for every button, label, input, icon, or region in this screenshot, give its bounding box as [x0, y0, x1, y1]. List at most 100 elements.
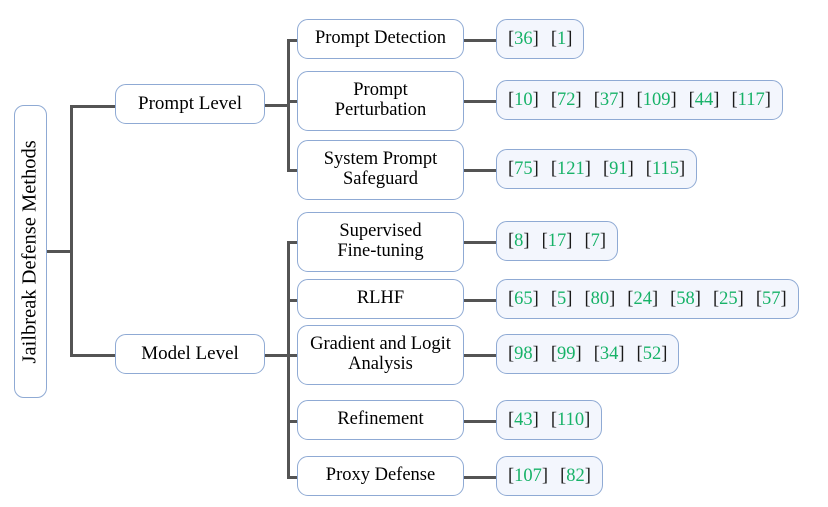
- citation-box-refinement[interactable]: [43] [110]: [496, 400, 603, 440]
- citation-number: 10: [514, 89, 533, 110]
- connector-branch-refinement: [287, 420, 299, 423]
- citation-box-prompt-perturbation[interactable]: [10] [72] [37] [109] [44] [117]: [496, 80, 783, 120]
- citation-reference[interactable]: [72]: [550, 89, 582, 110]
- citation-number: 107: [514, 465, 542, 486]
- citation-number: 82: [566, 465, 585, 486]
- citation-reference[interactable]: [17]: [541, 230, 573, 251]
- citation-reference[interactable]: [58]: [670, 288, 701, 309]
- citation-reference[interactable]: [99]: [550, 343, 582, 364]
- connector-branch-rlhf: [287, 299, 299, 302]
- connector-root-to-model-level: [70, 354, 115, 357]
- citation-number: 57: [761, 288, 781, 309]
- connector-branch-supervised-fine-tuning: [287, 241, 299, 244]
- citation-reference[interactable]: [82]: [560, 465, 591, 486]
- citation-number: 17: [547, 230, 567, 251]
- citation-reference[interactable]: [43]: [508, 409, 539, 430]
- citation-number: 121: [557, 158, 585, 179]
- citation-reference[interactable]: [57]: [755, 288, 787, 309]
- category-node-label: Proxy Defense: [325, 465, 436, 486]
- citation-number: 65: [514, 288, 533, 309]
- citation-reference[interactable]: [109]: [636, 89, 677, 110]
- connector-citation-rlhf: [464, 299, 498, 302]
- citation-reference[interactable]: [36]: [508, 28, 539, 49]
- category-node-prompt-detection[interactable]: Prompt Detection: [297, 19, 464, 59]
- citation-reference[interactable]: [7]: [584, 230, 607, 251]
- citation-number: 52: [642, 343, 662, 364]
- citation-number: 24: [633, 288, 652, 309]
- connector-root-to-prompt-level: [70, 105, 115, 108]
- citation-reference[interactable]: [24]: [627, 288, 659, 309]
- citation-reference[interactable]: [44]: [688, 89, 720, 110]
- root-node-jailbreak-defense-methods[interactable]: Jailbreak Defense Methods: [14, 105, 47, 398]
- connector-citation-system-prompt-safeguard: [464, 169, 498, 172]
- connector-model-level-stub: [265, 354, 289, 357]
- citation-reference[interactable]: [117]: [731, 89, 771, 110]
- citation-number: 80: [590, 288, 610, 309]
- citation-reference[interactable]: [65]: [508, 288, 539, 309]
- category-node-label: RLHF: [356, 288, 405, 309]
- branch-node-model-level[interactable]: Model Level: [115, 334, 265, 374]
- citation-reference[interactable]: [98]: [508, 343, 539, 364]
- citation-number: 99: [557, 343, 576, 364]
- citation-box-prompt-detection[interactable]: [36] [1]: [496, 19, 585, 59]
- citation-reference[interactable]: [10]: [508, 89, 539, 110]
- citation-reference[interactable]: [80]: [584, 288, 616, 309]
- connector-model-level-trunk: [287, 241, 290, 478]
- citation-number: 44: [694, 89, 714, 110]
- citation-box-rlhf[interactable]: [65] [5] [80] [24] [58] [25] [57]: [496, 279, 799, 319]
- citation-reference[interactable]: [91]: [602, 158, 634, 179]
- connector-citation-refinement: [464, 420, 498, 423]
- citation-reference[interactable]: [1]: [550, 28, 573, 49]
- citation-box-supervised-fine-tuning[interactable]: [8] [17] [7]: [496, 221, 619, 261]
- citation-reference[interactable]: [107]: [508, 465, 549, 486]
- citation-reference[interactable]: [34]: [593, 343, 625, 364]
- connector-branch-system-prompt-safeguard: [287, 169, 299, 172]
- citation-reference[interactable]: [8]: [508, 230, 530, 251]
- citation-number: 75: [514, 158, 533, 179]
- citation-box-gradient-and-logit-analysis[interactable]: [98] [99] [34] [52]: [496, 334, 680, 374]
- connector-branch-gradient-and-logit-analysis: [287, 354, 299, 357]
- connector-citation-prompt-detection: [464, 39, 498, 42]
- citation-number: 43: [514, 409, 533, 430]
- citation-number: 1: [557, 28, 567, 49]
- category-node-label: Prompt Detection: [314, 28, 447, 49]
- branch-node-prompt-level[interactable]: Prompt Level: [115, 84, 265, 124]
- citation-box-proxy-defense[interactable]: [107] [82]: [496, 456, 603, 496]
- citation-number: 25: [719, 288, 738, 309]
- citation-number: 115: [651, 158, 680, 179]
- citation-reference[interactable]: [37]: [593, 89, 625, 110]
- connector-citation-proxy-defense: [464, 476, 498, 479]
- connector-prompt-level-stub: [265, 104, 289, 107]
- citation-reference[interactable]: [75]: [508, 158, 539, 179]
- root-node-label: Jailbreak Defense Methods: [18, 139, 41, 364]
- citation-number: 91: [609, 158, 628, 179]
- connector-prompt-level-trunk: [287, 39, 290, 171]
- citation-number: 72: [557, 89, 576, 110]
- category-node-proxy-defense[interactable]: Proxy Defense: [297, 456, 464, 496]
- category-node-rlhf[interactable]: RLHF: [297, 279, 464, 319]
- connector-root-stub: [47, 250, 72, 253]
- citation-number: 109: [642, 89, 671, 110]
- citation-reference[interactable]: [52]: [636, 343, 668, 364]
- citation-reference[interactable]: [5]: [550, 288, 573, 309]
- connector-citation-gradient-and-logit-analysis: [464, 354, 498, 357]
- citation-number: 8: [514, 230, 524, 251]
- citation-reference[interactable]: [121]: [550, 158, 591, 179]
- citation-box-system-prompt-safeguard[interactable]: [75] [121] [91] [115]: [496, 149, 698, 189]
- connector-branch-prompt-perturbation: [287, 100, 299, 103]
- citation-reference[interactable]: [115]: [645, 158, 686, 179]
- citation-reference[interactable]: [25]: [712, 288, 744, 309]
- category-node-refinement[interactable]: Refinement: [297, 400, 464, 440]
- connector-root-trunk: [70, 105, 73, 357]
- citation-number: 37: [599, 89, 619, 110]
- branch-node-label: Prompt Level: [138, 92, 242, 114]
- citation-reference[interactable]: [110]: [550, 409, 591, 430]
- citation-number: 7: [590, 230, 600, 251]
